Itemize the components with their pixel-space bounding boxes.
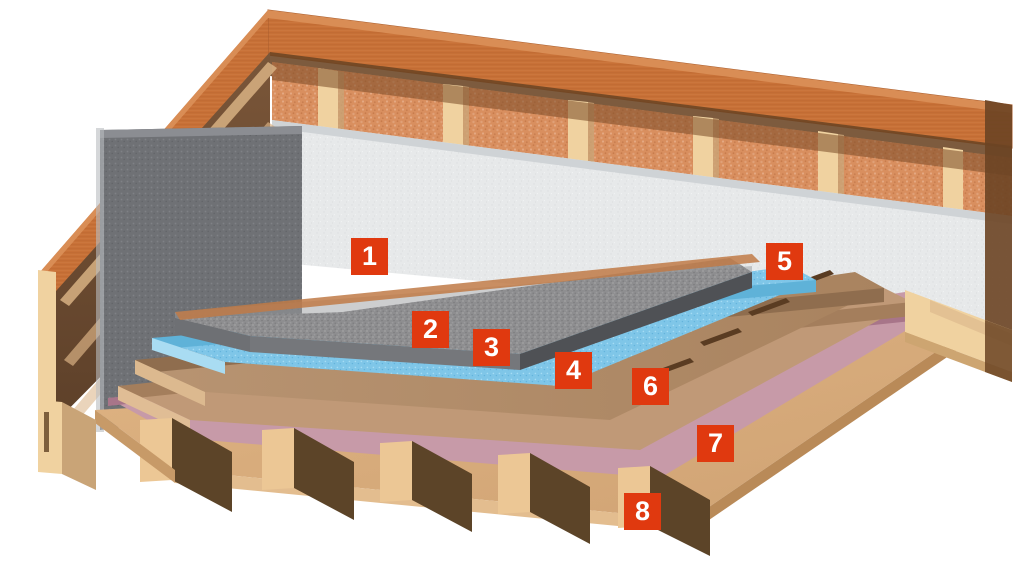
marker-4: 4: [555, 352, 592, 389]
floor-buildup: [95, 254, 975, 533]
marker-1: 1: [351, 238, 388, 275]
layer-screed: [175, 258, 752, 354]
marker-2: 2: [412, 311, 449, 348]
marker-5: 5: [766, 243, 803, 280]
left-wall-base: [38, 400, 96, 490]
right-wall-base: [905, 290, 1012, 382]
marker-7: 7: [697, 425, 734, 462]
marker-3: 3: [473, 329, 510, 366]
marker-8: 8: [624, 493, 661, 530]
floor-joists: [95, 410, 710, 556]
marker-6: 6: [632, 368, 669, 405]
